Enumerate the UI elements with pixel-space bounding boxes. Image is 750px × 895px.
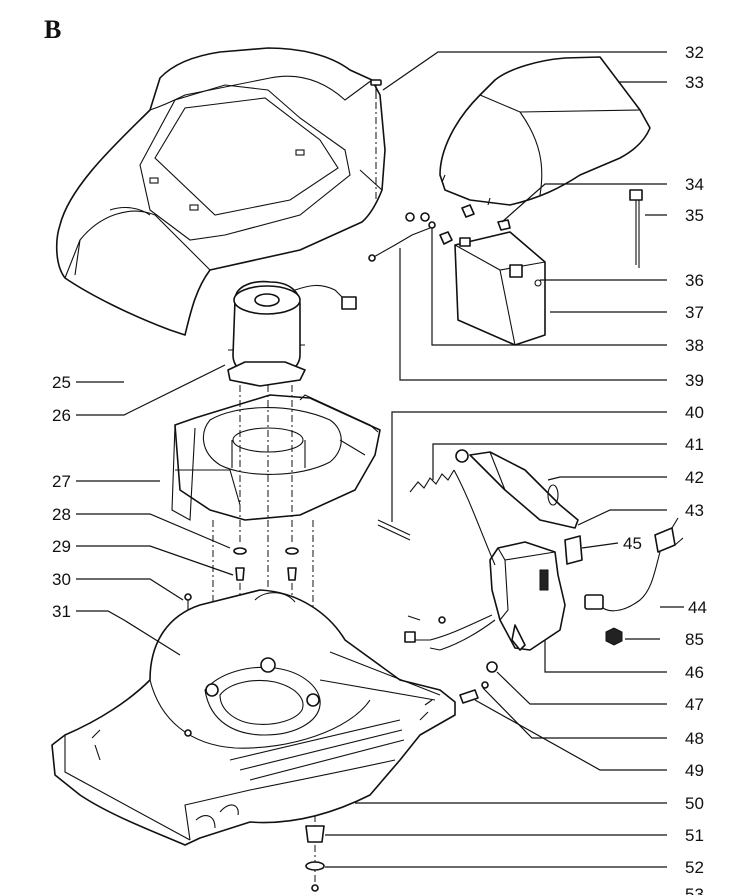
screw-32: [370, 79, 382, 205]
power-cord: [584, 517, 684, 612]
part-number-51: 51: [685, 826, 704, 845]
part-number-33: 33: [685, 73, 704, 92]
part-labels-left: 25 26 27 28 29 30 31: [52, 373, 71, 621]
part-number-85: 85: [685, 630, 704, 649]
cable-tie: [629, 189, 643, 268]
part-number-35: 35: [685, 206, 704, 225]
part-number-52: 52: [685, 858, 704, 877]
motor-housing: [171, 394, 381, 521]
part-number-47: 47: [685, 695, 704, 714]
part-number-31: 31: [52, 602, 71, 621]
wheel-fasteners: [305, 825, 325, 892]
battery: [454, 231, 546, 346]
charger: [404, 541, 566, 651]
part-number-30: 30: [52, 570, 71, 589]
part-number-25: 25: [52, 373, 71, 392]
part-number-28: 28: [52, 505, 71, 524]
part-number-49: 49: [685, 761, 704, 780]
part-number-43: 43: [685, 501, 704, 520]
part-number-34: 34: [685, 175, 704, 194]
accessory-85: [605, 627, 623, 646]
battery-lid: [439, 56, 651, 206]
part-number-39: 39: [685, 371, 704, 390]
part-number-32: 32: [685, 43, 704, 62]
part-number-27: 27: [52, 472, 71, 491]
part-number-45: 45: [623, 534, 642, 553]
upper-cover: [55, 47, 386, 336]
part-number-53: 53: [685, 885, 704, 895]
part-number-48: 48: [685, 729, 704, 748]
part-number-40: 40: [685, 403, 704, 422]
part-labels-right: 32 33 34 35 36 37 38 39 40 41 42 43 45 4…: [623, 43, 707, 895]
mower-deck: [51, 589, 456, 846]
part-number-46: 46: [685, 663, 704, 682]
leader-lines: [76, 51, 684, 868]
switch-bracket: [455, 449, 583, 565]
part-number-44: 44: [688, 598, 707, 617]
handle-fasteners: [459, 661, 498, 704]
part-number-29: 29: [52, 537, 71, 556]
part-number-41: 41: [685, 435, 704, 454]
motor: [227, 280, 357, 387]
part-number-36: 36: [685, 271, 704, 290]
spring-and-pin: [377, 469, 496, 566]
part-number-26: 26: [52, 406, 71, 425]
part-number-42: 42: [685, 468, 704, 487]
part-number-38: 38: [685, 336, 704, 355]
part-number-50: 50: [685, 794, 704, 813]
battery-terminal-parts: [368, 204, 511, 262]
part-number-37: 37: [685, 303, 704, 322]
section-label: B: [44, 15, 61, 44]
